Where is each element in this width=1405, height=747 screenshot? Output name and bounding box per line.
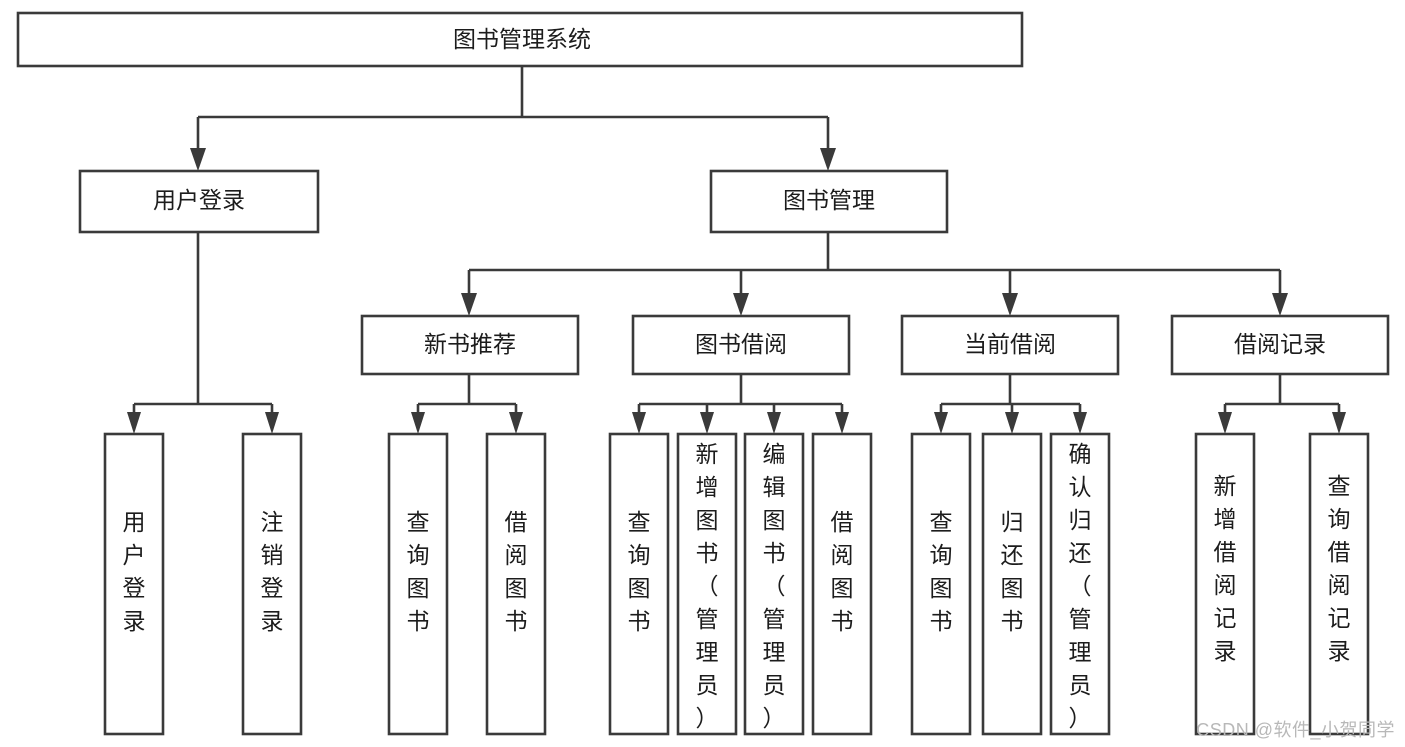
connectors-book-mgmt-to-level3 (461, 232, 1288, 316)
leaf-node[interactable]: 借阅图书 (485, 432, 547, 736)
node-box[interactable] (1308, 432, 1370, 736)
node-new-book-recommend[interactable]: 新书推荐 (360, 314, 580, 376)
node-box[interactable] (631, 314, 851, 376)
arrow-head-icon (411, 412, 425, 434)
leaf-node[interactable]: 归还图书 (981, 432, 1043, 736)
csdn-watermark: CSDN @软件_小贺同学 (1196, 720, 1395, 740)
node-box[interactable] (981, 432, 1043, 736)
arrow-head-icon (1002, 293, 1018, 316)
node-box[interactable] (676, 432, 738, 736)
leaf-node[interactable]: 确认归还（管理员） (1049, 432, 1111, 736)
node-book-management[interactable]: 图书管理 (709, 169, 949, 234)
connectors-borrow-record-to-leaves (1218, 374, 1346, 434)
connectors-root-to-level2 (190, 66, 836, 171)
arrow-head-icon (127, 412, 141, 434)
leaf-node[interactable]: 新增借阅记录 (1194, 432, 1256, 736)
node-book-borrow[interactable]: 图书借阅 (631, 314, 851, 376)
node-box[interactable] (910, 432, 972, 736)
connectors-current-borrow-to-leaves (934, 374, 1087, 434)
arrow-head-icon (1005, 412, 1019, 434)
leaf-label: 新增借阅记录 (1214, 473, 1237, 664)
leaf-node[interactable]: 新增图书（管理员） (676, 432, 738, 736)
connectors-new-book-rec-to-leaves (411, 374, 523, 434)
node-label-book-management: 图书管理 (783, 187, 875, 213)
leaf-label: 查询图书 (407, 509, 430, 634)
arrow-head-icon (733, 293, 749, 316)
node-box[interactable] (103, 432, 165, 736)
node-borrow-record[interactable]: 借阅记录 (1170, 314, 1390, 376)
node-box[interactable] (709, 169, 949, 234)
node-box[interactable] (743, 432, 805, 736)
node-user-login[interactable]: 用户登录 (78, 169, 320, 234)
node-box[interactable] (900, 314, 1120, 376)
leaf-node[interactable]: 用户登录 (103, 432, 165, 736)
node-root[interactable]: 图书管理系统 (16, 11, 1024, 68)
leaf-node[interactable]: 编辑图书（管理员） (743, 432, 805, 736)
node-box[interactable] (16, 11, 1024, 68)
arrow-head-icon (1218, 412, 1232, 434)
arrow-head-icon (820, 148, 836, 171)
node-label-new-book-recommend: 新书推荐 (424, 331, 516, 357)
leaf-label: 确认归还（管理员） (1069, 441, 1092, 731)
node-label-borrow-record: 借阅记录 (1234, 331, 1326, 357)
node-label-book-borrow: 图书借阅 (695, 331, 787, 357)
leaf-node[interactable]: 借阅图书 (811, 432, 873, 736)
leaf-label: 查询图书 (930, 509, 953, 634)
leaf-label: 查询借阅记录 (1328, 473, 1351, 664)
connectors-user-login-to-leaves (127, 232, 279, 434)
leaf-label: 借阅图书 (831, 509, 854, 634)
arrow-head-icon (835, 412, 849, 434)
arrow-head-icon (934, 412, 948, 434)
leaf-label: 归还图书 (1001, 509, 1024, 634)
node-label-current-borrow: 当前借阅 (964, 331, 1056, 357)
arrow-head-icon (190, 148, 206, 171)
leaf-node[interactable]: 查询借阅记录 (1308, 432, 1370, 736)
leaf-label: 借阅图书 (505, 509, 528, 634)
arrow-head-icon (265, 412, 279, 434)
leaf-label: 查询图书 (628, 509, 651, 634)
node-box[interactable] (811, 432, 873, 736)
node-box[interactable] (241, 432, 303, 736)
arrow-head-icon (632, 412, 646, 434)
node-box[interactable] (1170, 314, 1390, 376)
leaf-node[interactable]: 注销登录 (241, 432, 303, 736)
node-current-borrow[interactable]: 当前借阅 (900, 314, 1120, 376)
node-label-root: 图书管理系统 (453, 26, 591, 52)
node-box[interactable] (485, 432, 547, 736)
leaf-label: 注销登录 (261, 509, 284, 634)
node-box[interactable] (387, 432, 449, 736)
arrow-head-icon (1073, 412, 1087, 434)
node-box[interactable] (1049, 432, 1111, 736)
arrow-head-icon (509, 412, 523, 434)
arrow-head-icon (1272, 293, 1288, 316)
arrow-head-icon (1332, 412, 1346, 434)
node-label-user-login: 用户登录 (153, 187, 245, 213)
leaf-label: 用户登录 (123, 509, 146, 634)
connectors-book-borrow-to-leaves (632, 374, 849, 434)
leaf-node[interactable]: 查询图书 (910, 432, 972, 736)
arrow-head-icon (700, 412, 714, 434)
leaf-label: 编辑图书（管理员） (763, 441, 786, 731)
node-box[interactable] (78, 169, 320, 234)
arrow-head-icon (461, 293, 477, 316)
node-box[interactable] (1194, 432, 1256, 736)
node-box[interactable] (608, 432, 670, 736)
arrow-head-icon (767, 412, 781, 434)
leaf-node[interactable]: 查询图书 (608, 432, 670, 736)
leaf-label: 新增图书（管理员） (696, 441, 719, 731)
node-box[interactable] (360, 314, 580, 376)
leaf-node[interactable]: 查询图书 (387, 432, 449, 736)
